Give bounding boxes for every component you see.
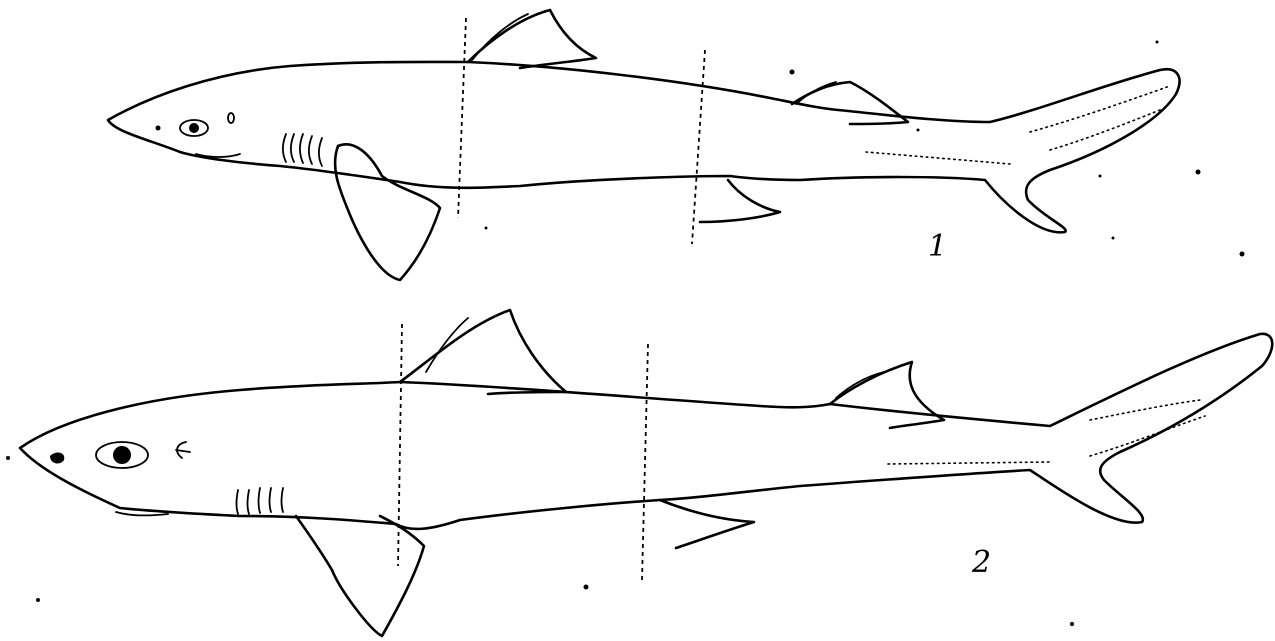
shark-1-second-dorsal-fin [792, 82, 908, 124]
shark-2-gill-slits [237, 488, 284, 514]
shark-1-first-dorsal-fin [468, 10, 596, 68]
shark-1-spiracle [228, 113, 234, 123]
shark-2-pectoral-fin [296, 516, 424, 636]
shark-1-caudal-dotted-line [866, 152, 1010, 164]
shark-2-section-line-a [398, 324, 402, 566]
shark-1-label: 1 [928, 229, 947, 264]
shark-1-nostril [156, 126, 161, 131]
shark-1-body-outline [108, 62, 1179, 232]
shark-1-pelvic-fin [700, 180, 780, 222]
shark-2-second-dorsal-fin [830, 362, 944, 428]
shark-1-caudal-dots-lower [1050, 108, 1165, 150]
shark-1-eye [180, 120, 208, 136]
shark-2-label: 2 [971, 545, 991, 580]
shark-2-caudal-dots-upper [1090, 400, 1200, 420]
shark-1: 1 [108, 10, 1179, 280]
shark-2-section-line-b [642, 344, 648, 580]
shark-2-body-outline [20, 334, 1272, 529]
shark-1-gill-slits [283, 134, 322, 166]
shark-1-section-line-b [692, 50, 705, 244]
shark-2-nostril [50, 453, 64, 464]
shark-1-caudal-dots-upper [1030, 86, 1170, 132]
shark-1-dorsal-spine [472, 14, 528, 60]
shark-2-pelvic-fin [660, 500, 754, 548]
shark-2-caudal-dotted-line [888, 462, 1050, 464]
shark-2-first-dorsal-fin [400, 310, 566, 394]
shark-2-caudal-dots-lower [1090, 416, 1205, 456]
shark-1-pectoral-fin [335, 144, 440, 280]
shark-2: 2 [20, 310, 1272, 636]
shark-2-eye [96, 442, 148, 468]
shark-2-spiracle [176, 442, 190, 458]
